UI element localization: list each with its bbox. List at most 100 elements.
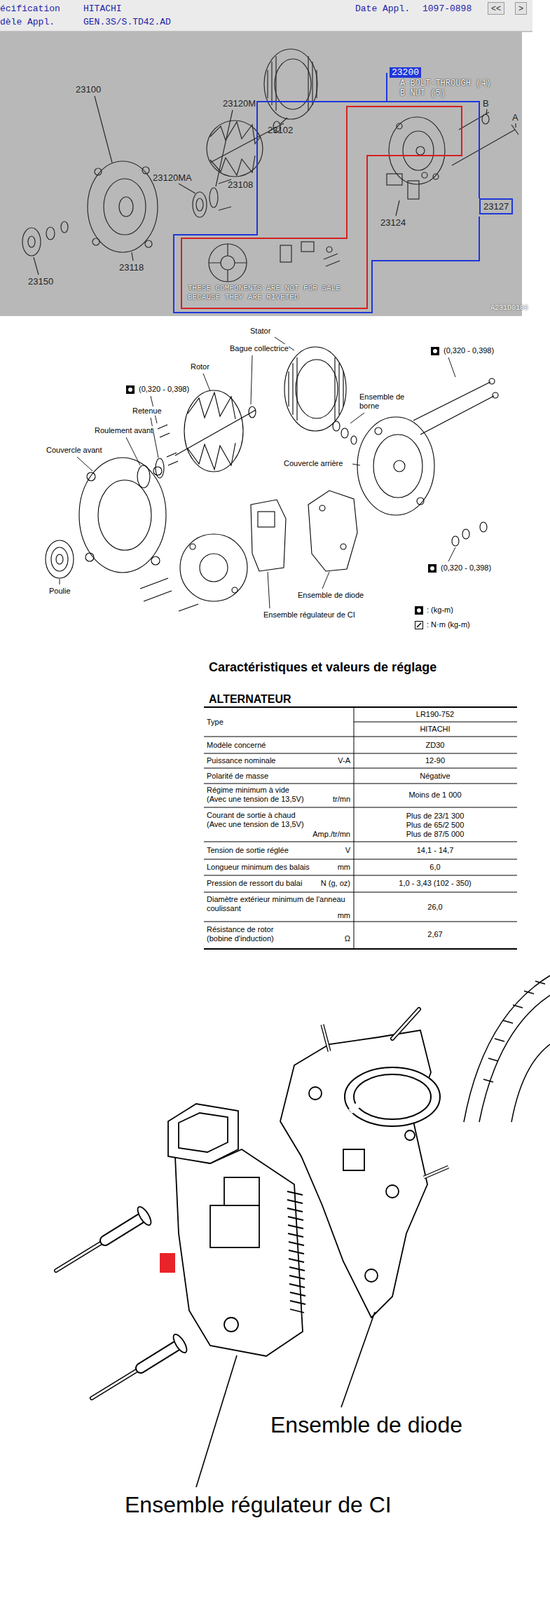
alternator-exploded-view (374, 427, 382, 435)
alternator-exploded-view (340, 543, 347, 550)
part-label: Couvercle avant (46, 445, 103, 455)
table-rules (203, 706, 518, 949)
torque-symbol (128, 387, 133, 392)
alternator-exploded-view (451, 535, 459, 546)
diode-assembly (280, 1008, 449, 1318)
leader-lines (250, 355, 253, 405)
table-cell: Plus de 87/5 000 (406, 829, 465, 839)
rivet (91, 1367, 141, 1398)
torque-symbol (428, 564, 437, 573)
table-title: Caractéristiques et valeurs de réglage (208, 660, 437, 675)
alternator-exploded-view (155, 458, 164, 478)
alternator-drawing (119, 196, 134, 217)
alternator-drawing (402, 131, 434, 171)
part-label: Ensemble régulateur de CI (263, 610, 356, 620)
header-field: 1097-0898 (422, 3, 472, 15)
alternator-drawing (142, 166, 150, 174)
alternator-drawing (209, 187, 218, 208)
leader-lines (352, 463, 361, 466)
alternator-drawing (92, 238, 100, 246)
snap-ring (344, 1067, 440, 1126)
table-rules (203, 807, 518, 808)
regulator-assembly (224, 1317, 239, 1332)
alternator-exploded-view (98, 479, 152, 550)
alternator-exploded-view (357, 416, 435, 515)
rivet (105, 1218, 141, 1241)
group-outline-blue (173, 101, 480, 313)
alternator-exploded-view (86, 472, 96, 481)
alternator-drawing (178, 183, 196, 194)
highlight-mark (159, 1252, 176, 1273)
table-cell: Pression de ressort du balai (206, 878, 302, 888)
alternator-drawing (192, 191, 207, 218)
diode-assembly (423, 1166, 449, 1178)
part-label: (0,320 - 0,398) (443, 346, 494, 356)
alternator-drawing (421, 172, 428, 178)
table-cell: tr/mn (332, 794, 351, 804)
rivet (56, 1240, 106, 1271)
alternator-exploded-view (393, 460, 405, 472)
torque-symbol (416, 622, 422, 628)
alternator-exploded-view (231, 587, 238, 593)
leader-lines (196, 1311, 375, 1487)
part-label: Ensemble de borne (359, 392, 410, 411)
alternator-drawing (416, 146, 425, 155)
alternator-drawing (22, 227, 41, 256)
alternator-exploded-view (153, 466, 162, 476)
section-heading: ALTERNATEUR (208, 692, 292, 706)
diode-assembly (343, 1149, 365, 1171)
alternator-exploded-view (462, 528, 470, 539)
callout-number: 23124 (380, 217, 406, 228)
alternator-exploded-view (351, 435, 357, 445)
alternator-drawing (145, 240, 153, 248)
table-rules (203, 753, 518, 754)
alternator-drawing (215, 110, 233, 187)
table-rules (353, 721, 518, 723)
alternator-exploded-view (420, 395, 494, 435)
part-label: (0,320 - 0,398) (138, 384, 190, 394)
alternator-exploded-view (332, 421, 340, 431)
leader-lines (59, 578, 61, 585)
group-outline-blue (386, 72, 388, 102)
leader-lines (203, 373, 211, 391)
alternator-exploded-view (479, 521, 487, 532)
alternator-drawing (208, 243, 247, 282)
alternator-exploded-view (373, 434, 423, 498)
callout-number: 23127 (479, 198, 513, 215)
alternator-drawing (94, 95, 113, 163)
header-field: écification (0, 3, 61, 15)
rivet (105, 1218, 141, 1241)
torque-symbol (415, 621, 424, 630)
table-cell: Type (206, 717, 224, 727)
alternator-exploded-view (492, 392, 499, 398)
group-outline-blue (173, 72, 480, 313)
table-rules (203, 706, 518, 708)
table-cell: LR190-752 (416, 709, 455, 719)
torque-symbol (432, 348, 438, 354)
alternator-drawing (131, 252, 134, 261)
table-rules (203, 783, 518, 785)
rivet (140, 1345, 176, 1368)
alternator-drawing (280, 117, 288, 125)
alternator-drawing (264, 49, 318, 120)
table-cell: Plus de 65/2 500 (406, 820, 465, 830)
table-cell: HITACHI (419, 724, 450, 734)
alternator-exploded-view (416, 497, 424, 505)
table-cell: N (g, oz) (320, 878, 351, 888)
stator-detail (463, 975, 550, 1122)
rivet (91, 1367, 141, 1398)
alternator-exploded-view (140, 578, 199, 611)
diode-assembly (322, 1024, 330, 1051)
alternator-drawing (482, 114, 490, 125)
callout-number: A (512, 112, 519, 123)
rivet (56, 1240, 106, 1271)
note-text: A BOLT-THROUGH (4) (400, 78, 492, 89)
table-cell: 6,0 (429, 862, 440, 872)
alternator-exploded-view (319, 505, 326, 511)
rivet (135, 1204, 154, 1227)
torque-symbol (414, 606, 424, 615)
alternator-exploded-view (308, 490, 358, 572)
stator-detail (483, 980, 546, 1082)
table-cell: Plus de 23/1 300 (406, 811, 465, 821)
table-cell: 12-90 (425, 755, 445, 766)
